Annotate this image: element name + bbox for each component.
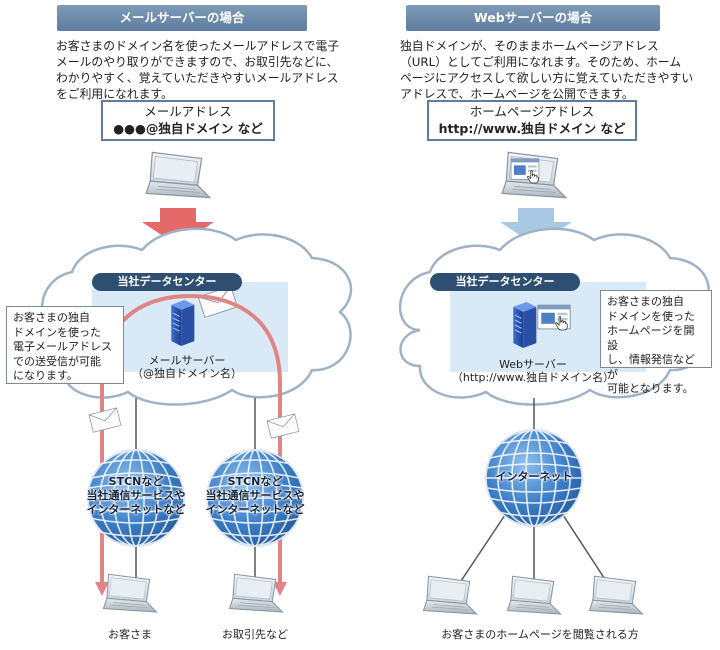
internet-label: インターネット	[495, 470, 573, 483]
envelope-icon	[88, 407, 122, 433]
mail-route-arrowhead-left	[95, 582, 109, 596]
server-icon	[512, 301, 537, 349]
mail-server-label: メールサーバー （@独自ドメイン名）	[132, 354, 242, 380]
web-server-label: Webサーバー （http://www.独自ドメイン名）	[451, 358, 615, 384]
laptop-icon	[588, 575, 644, 615]
laptop-icon	[228, 573, 284, 613]
laptop-icon	[102, 573, 158, 613]
mail-address-title: メールアドレス	[144, 104, 232, 119]
web-server-header: Webサーバーの場合	[406, 5, 660, 31]
datacenter-label: 当社データセンター	[92, 273, 242, 291]
connector-line	[454, 514, 506, 591]
mail-address-value: ●●●@独自ドメイン など	[113, 121, 263, 136]
mail-callout: お客さまの独自 ドメインを使った 電子メールアドレス での送受信が可能 になりま…	[6, 306, 124, 384]
web-address-title: ホームページアドレス	[469, 104, 595, 119]
mail-route-arrowhead-right	[273, 582, 287, 596]
down-arrow-icon	[500, 208, 572, 246]
mail-address-box: メールアドレス ●●●@独自ドメイン など	[101, 100, 275, 141]
network-label-left: STCNなど 当社通信サービスや インターネットなど	[86, 475, 186, 516]
web-address-box: ホームページアドレス http://www.独自ドメイン など	[427, 100, 637, 141]
web-address-value: http://www.独自ドメイン など	[438, 121, 626, 136]
envelope-icon	[266, 413, 300, 439]
client-label-customer: お客さま	[108, 628, 152, 641]
laptop-icon	[145, 151, 211, 199]
viewers-label: お客さまのホームページを閲覧される方	[441, 628, 639, 641]
mail-server-header: メールサーバーの場合	[57, 5, 307, 31]
down-arrow-icon	[142, 208, 214, 246]
laptop-icon	[506, 575, 562, 615]
web-callout: お客さまの独自 ドメインを使った ホームページを開設 し、情報発信などが 可能と…	[600, 290, 712, 395]
datacenter-label: 当社データセンター	[430, 273, 580, 291]
web-description: 独自ドメインが、そのままホームページアドレス （URL）としてご利用になれます。…	[400, 39, 694, 101]
network-label-right: STCNなど 当社通信サービスや インターネットなど	[205, 475, 305, 516]
mail-description: お客さまのドメイン名を使ったメールアドレスで電子 メールのやり取りができますので…	[56, 39, 340, 101]
client-label-partner: お取引先など	[222, 628, 288, 641]
server-icon	[170, 299, 195, 347]
laptop-icon	[422, 575, 478, 615]
